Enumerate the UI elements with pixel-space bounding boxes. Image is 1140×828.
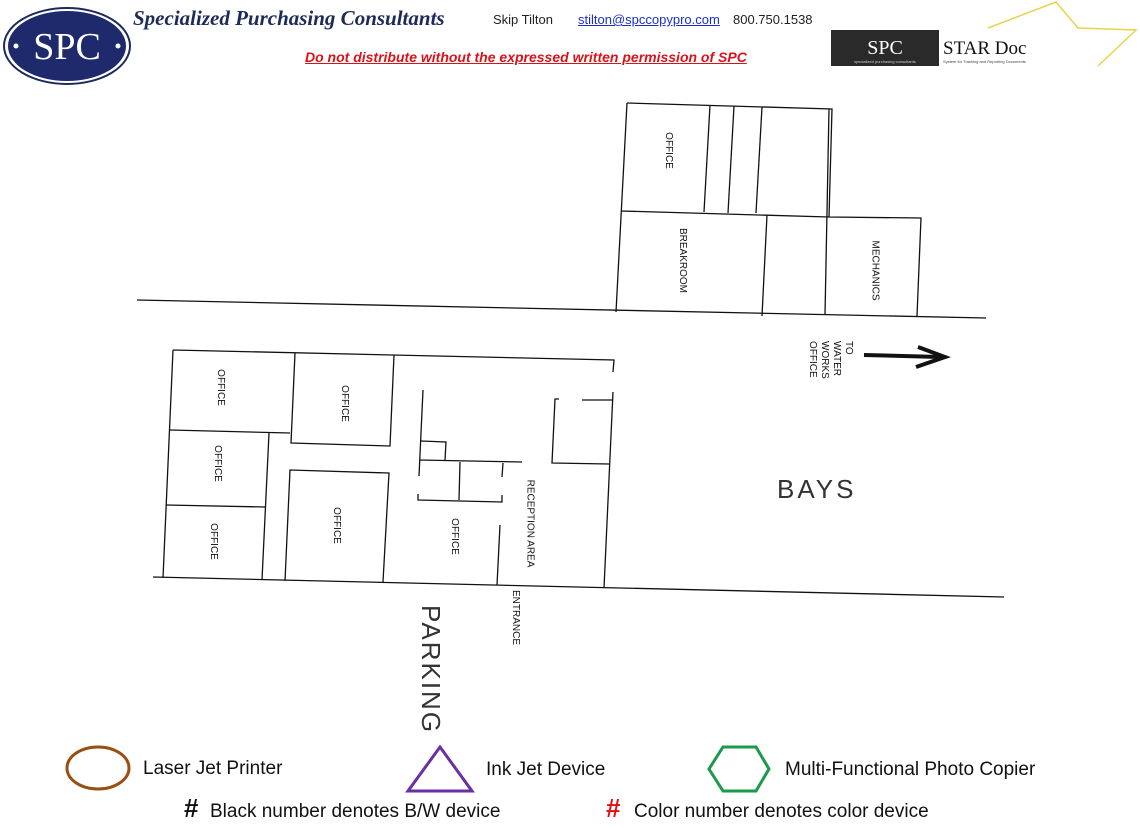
room-label-office: OFFICE <box>211 445 223 482</box>
water-works-direction: TO WATER WORKS OFFICE <box>806 341 854 379</box>
room-label-office: OFFICE <box>214 369 226 406</box>
star-logo-sub-left: specialized purchasing consultants <box>854 59 916 64</box>
room-label-office: OFFICE <box>338 385 350 422</box>
direction-line: TO <box>843 341 854 355</box>
room-label-reception-area: RECEPTION AREA <box>524 479 536 568</box>
legend-mfp: Multi-Functional Photo Copier <box>785 759 1036 780</box>
ink-jet-triangle-icon <box>405 744 475 793</box>
spc-logo-text: SPC <box>33 26 101 68</box>
room-label-office: OFFICE <box>207 523 219 560</box>
legend-ink-jet: Ink Jet Device <box>486 759 606 780</box>
contact-phone: 800.750.1538 <box>733 12 813 27</box>
bw-hash-icon: # <box>184 793 199 823</box>
contact-name: Skip Tilton <box>493 12 553 27</box>
room-label-office: OFFICE <box>662 132 674 169</box>
direction-line: WATER <box>831 341 842 376</box>
entrance-label: ENTRANCE <box>510 589 522 646</box>
room-label-mechanics: MECHANICS <box>869 240 881 301</box>
room-label-breakroom: BREAKROOM <box>677 227 689 294</box>
distribution-warning: Do not distribute without the expressed … <box>305 49 747 65</box>
room-label-office: OFFICE <box>448 518 460 555</box>
laser-jet-circle-icon <box>65 745 131 791</box>
parking-label: PARKING <box>416 604 447 735</box>
legend-color: Color number denotes color device <box>634 801 929 822</box>
direction-line: OFFICE <box>807 341 818 378</box>
contact-email-link[interactable]: stilton@spccopypro.com <box>578 12 720 27</box>
company-name: Specialized Purchasing Consultants <box>133 6 445 30</box>
bays-label: BAYS <box>777 474 857 504</box>
legend-bw: Black number denotes B/W device <box>210 801 501 822</box>
star-logo-right: STAR Doc <box>943 38 1026 59</box>
room-label-office: OFFICE <box>330 507 342 544</box>
star-doc-logo: SPC specialized purchasing consultants S… <box>831 1 1138 67</box>
star-logo-left: SPC <box>867 37 903 59</box>
color-hash-icon: # <box>606 793 621 823</box>
star-logo-sub-right: System for Tracking and Reporting Docume… <box>943 59 1026 64</box>
legend-laser-jet: Laser Jet Printer <box>143 758 283 779</box>
spc-logo: SPC <box>3 7 131 85</box>
mfp-hexagon-icon <box>707 745 771 793</box>
direction-line: WORKS <box>819 341 830 379</box>
